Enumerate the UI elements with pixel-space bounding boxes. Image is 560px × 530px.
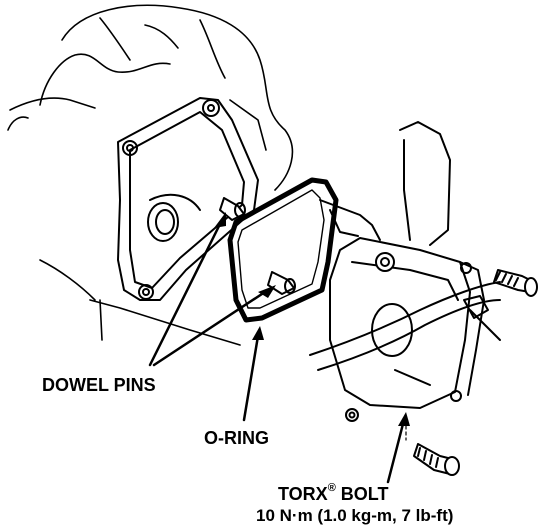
torx-bolt-suffix: BOLT <box>335 484 389 504</box>
mounting-flange <box>117 97 259 301</box>
leader-arrowheads <box>214 212 410 426</box>
o-ring-label: O-RING <box>204 428 269 448</box>
torx-bolt-bottom <box>405 419 460 476</box>
torque-spec-label: 10 N·m (1.0 kg-m, 7 lb-ft) <box>256 506 454 525</box>
torx-bolt-side <box>493 269 538 297</box>
dowel-pins-label: DOWEL PINS <box>42 375 156 395</box>
registered-mark: ® <box>327 482 336 494</box>
engine-block <box>7 4 294 346</box>
o-ring-gasket <box>227 177 339 323</box>
leader-lines <box>148 218 406 484</box>
torx-bolt-label: TORX® BOLT <box>278 482 389 505</box>
torx-bolt-name: TORX <box>278 484 328 504</box>
sensor-housing <box>309 121 501 422</box>
dowel-pin-lower <box>267 271 296 295</box>
